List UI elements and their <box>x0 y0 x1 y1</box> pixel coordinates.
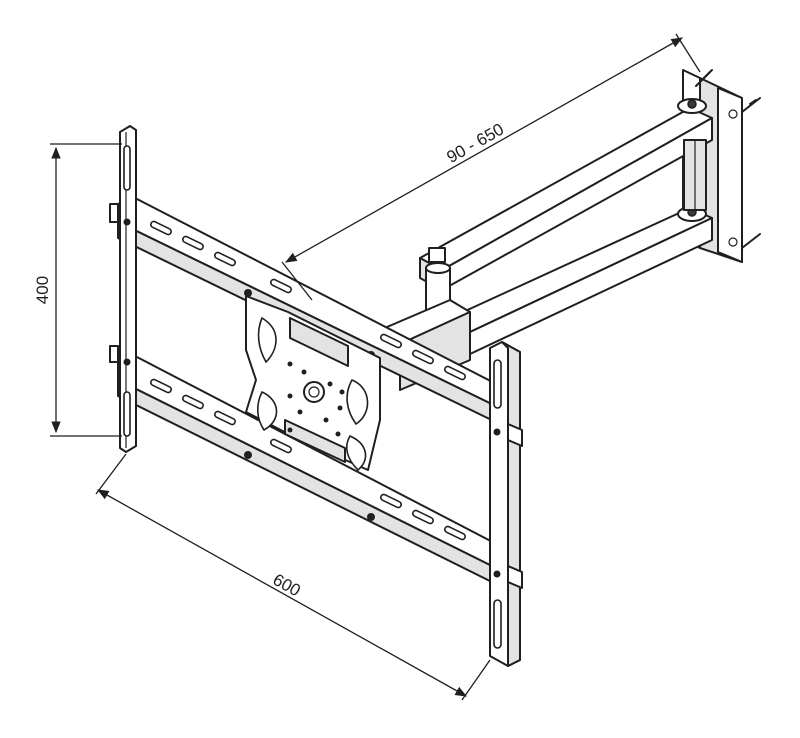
height-dimension-label: 400 <box>33 276 52 304</box>
wall-bolt-icon <box>741 97 761 113</box>
width-dimension-label: 600 <box>270 570 304 600</box>
wall-bolt-icon <box>741 233 761 249</box>
arm-extension-dimension-label: 90 - 650 <box>443 120 507 167</box>
left-vertical-bracket <box>109 125 137 453</box>
vesa-plate <box>245 295 381 472</box>
height-dimension: 400 <box>33 143 122 437</box>
right-vertical-bracket <box>489 341 523 667</box>
wall-bolt-icon <box>695 69 713 87</box>
rail-slot-group <box>150 220 466 381</box>
width-dimension: 600 <box>95 453 491 701</box>
vesa-hole-group <box>287 361 345 437</box>
rail-bolt-icon <box>244 451 252 459</box>
rail-bolt-icon <box>367 513 375 521</box>
